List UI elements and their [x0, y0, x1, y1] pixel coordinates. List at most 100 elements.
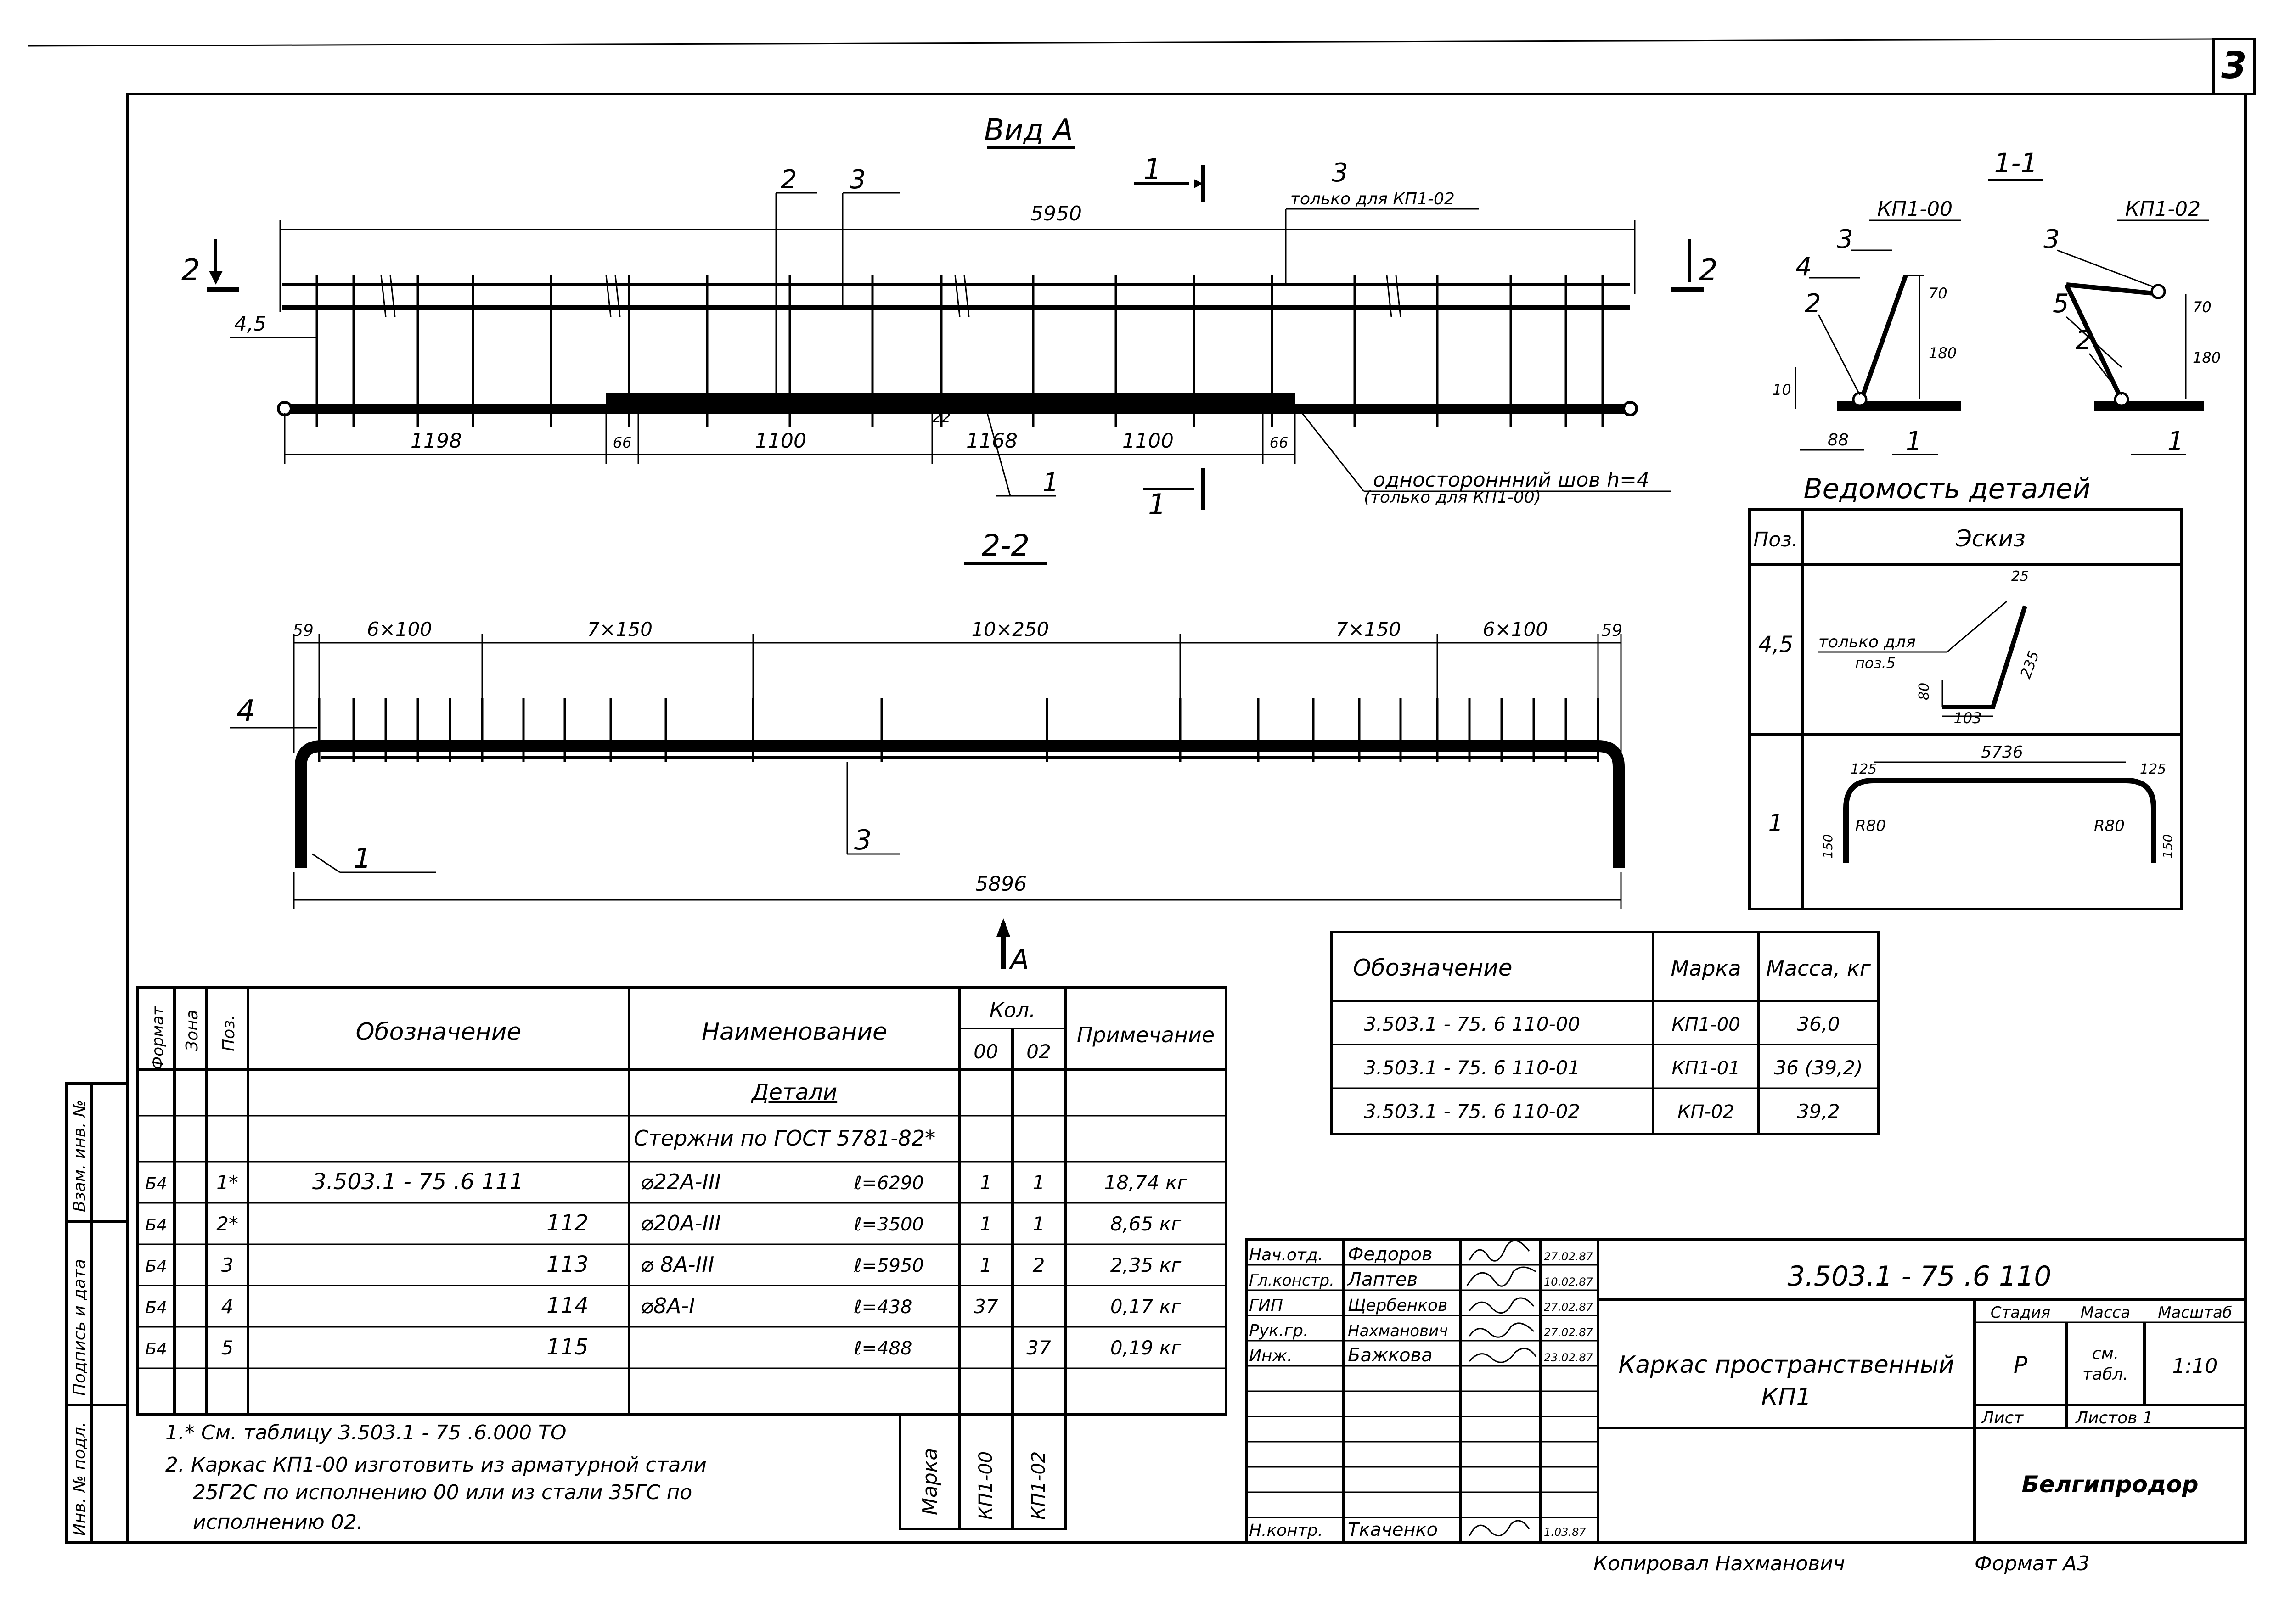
- section-2-left: 2: [181, 253, 200, 287]
- details-row1-d103: 103: [1953, 709, 1981, 727]
- spec-r3-name: ⌀ 8А-III: [641, 1252, 714, 1277]
- spec-r5-format: Б4: [145, 1340, 167, 1359]
- view-a-links: [315, 275, 1604, 427]
- spec-h-format: Формат: [149, 1006, 167, 1070]
- spec-r4-designation: 114: [546, 1293, 589, 1319]
- title-block: Нач.отд. Федоров 27.02.87 Гл.констр. Лап…: [1245, 1238, 2247, 1544]
- view-a-label-3b-note: только для КП1-02: [1290, 190, 1455, 208]
- dim-6x100a: 6×100: [367, 618, 432, 640]
- stamp-inv-no: Инв. № подл.: [70, 1422, 89, 1536]
- spec-r3-length: ℓ=5950: [854, 1255, 924, 1276]
- dim-4-5: 4,5: [234, 312, 266, 336]
- scale-value: 1:10: [2172, 1354, 2218, 1378]
- spec-r1-note: 18,74 кг: [1104, 1171, 1187, 1194]
- s11-l2: 2: [1805, 289, 1821, 319]
- marks-r2-c1: 3.503.1 - 75. 6 110-01: [1364, 1056, 1580, 1079]
- details-row1-d235: 235: [2017, 648, 2043, 680]
- spec-h-note: Примечание: [1077, 1022, 1215, 1047]
- marks-r3-c1: 3.503.1 - 75. 6 110-02: [1364, 1100, 1580, 1123]
- spec-r2-length: ℓ=3500: [854, 1214, 924, 1235]
- staff-r5-date: 23.02.87: [1544, 1351, 1593, 1364]
- marks-header-mass: Масса, кг: [1766, 956, 1871, 981]
- details-table: Ведомость деталей Поз. Эскиз 4,5 только …: [1748, 473, 2183, 910]
- details-row2-pos: 1: [1768, 809, 1783, 837]
- marks-header-designation: Обозначение: [1353, 955, 1513, 981]
- scale-header: Масштаб: [2158, 1303, 2232, 1322]
- spec-h-pos: Поз.: [219, 1015, 238, 1051]
- mass-header: Масса: [2081, 1303, 2130, 1322]
- format-label: Формат А3: [1975, 1552, 2090, 1575]
- spec-subsection: Стержни по ГОСТ 5781-82*: [634, 1126, 935, 1151]
- s11-l4: 4: [1795, 252, 1812, 282]
- marka-label: Марка: [918, 1448, 942, 1515]
- s11-r3: 3: [2043, 225, 2060, 254]
- dim-66a: 66: [613, 434, 632, 451]
- copied-by: Копировал Нахманович: [1593, 1552, 1845, 1575]
- section-11-right-title: КП1-02: [2125, 197, 2200, 221]
- details-row2-d125a: 125: [1851, 761, 1877, 777]
- staff-r1-date: 27.02.87: [1544, 1250, 1593, 1263]
- marka-m1: КП1-00: [975, 1451, 996, 1520]
- sheet-number-box: [2212, 38, 2256, 95]
- spec-r1-name: ⌀22А-III: [641, 1169, 721, 1194]
- view-a: Вид А 5950: [181, 113, 1718, 521]
- footnote-1: 1.* См. таблицу 3.503.1 - 75 .6.000 ТО: [165, 1421, 567, 1444]
- spec-r4-format: Б4: [145, 1298, 167, 1317]
- control-date: 1.03.87: [1544, 1526, 1586, 1539]
- weld-note-2: (только для КП1-00): [1364, 488, 1541, 507]
- footnote-2b: 25Г2С по исполнению 00 или из стали 35ГС…: [193, 1481, 692, 1504]
- staff-r1-name: Федоров: [1348, 1244, 1433, 1265]
- spec-r2-note: 8,65 кг: [1110, 1213, 1182, 1235]
- details-col-sketch: Эскиз: [1955, 525, 2026, 552]
- details-row1-d80: 80: [1916, 683, 1932, 700]
- mass-value-1: см.: [2092, 1344, 2119, 1363]
- spec-r5-q02: 37: [1026, 1337, 1051, 1359]
- spec-h-name: Наименование: [702, 1018, 887, 1046]
- marks-r2-c2: КП1-01: [1671, 1058, 1740, 1079]
- view-a-label-1: 1: [1042, 468, 1059, 498]
- s11-d88: 88: [1828, 431, 1849, 449]
- marks-r3-c2: КП-02: [1677, 1101, 1734, 1123]
- marks-r1-c2: КП1-00: [1671, 1014, 1740, 1035]
- spec-r2-q02: 1: [1033, 1213, 1045, 1235]
- spec-r4-pos: 4: [221, 1295, 234, 1318]
- spec-r5-note: 0,19 кг: [1110, 1337, 1182, 1359]
- s11-r1: 1: [2167, 427, 2184, 456]
- marks-header-mark: Марка: [1671, 956, 1741, 981]
- details-row1-note-2: поз.5: [1855, 654, 1896, 672]
- mass-value-2: табл.: [2082, 1365, 2128, 1384]
- spec-h-zone: Зона: [183, 1010, 202, 1051]
- view-a-label-2: 2: [781, 165, 797, 195]
- marks-table: Обозначение Марка Масса, кг 3.503.1 - 75…: [1330, 931, 1880, 1135]
- spec-r3-note: 2,35 кг: [1110, 1254, 1182, 1276]
- view-a-title: Вид А: [984, 113, 1073, 147]
- spec-r1-length: ℓ=6290: [854, 1173, 924, 1194]
- spec-r1-q02: 1: [1033, 1171, 1045, 1194]
- details-row2-d150a: 150: [1820, 834, 1835, 859]
- spec-r2-q00: 1: [980, 1213, 992, 1235]
- spec-r3-q00: 1: [980, 1254, 992, 1276]
- details-row2-r80a: R80: [1855, 817, 1886, 835]
- marka-m2: КП1-02: [1028, 1451, 1049, 1520]
- s11-l1: 1: [1906, 427, 1922, 456]
- details-row2-d5736: 5736: [1981, 743, 2023, 762]
- dim-1168: 1168: [966, 429, 1018, 453]
- s11-r2: 2: [2076, 326, 2092, 355]
- spec-r2-pos: 2*: [216, 1213, 238, 1235]
- spec-r4-length: ℓ=438: [854, 1297, 912, 1318]
- stage-value: Р: [2014, 1352, 2028, 1378]
- section-1-1: 1-1 КП1-00 КП1-02 3 4 2 1 70 180 88 10 3: [1773, 147, 2221, 456]
- dim-66b: 66: [1270, 434, 1289, 451]
- details-row1-note-1: только для: [1818, 633, 1916, 652]
- section-22-label-3: 3: [854, 824, 872, 856]
- section-22-label-1: 1: [354, 843, 371, 875]
- marks-r3-c3: 39,2: [1797, 1100, 1840, 1123]
- arrow-a-label: А: [1008, 944, 1029, 976]
- title-name-1: Каркас пространственный: [1618, 1351, 1954, 1379]
- section-11-left-title: КП1-00: [1877, 197, 1953, 221]
- staff-r5-role: Инж.: [1249, 1347, 1292, 1365]
- title-name-2: КП1: [1761, 1383, 1811, 1411]
- sheet-header: Лист: [1981, 1409, 2024, 1427]
- staff-r4-role: Рук.гр.: [1249, 1321, 1308, 1340]
